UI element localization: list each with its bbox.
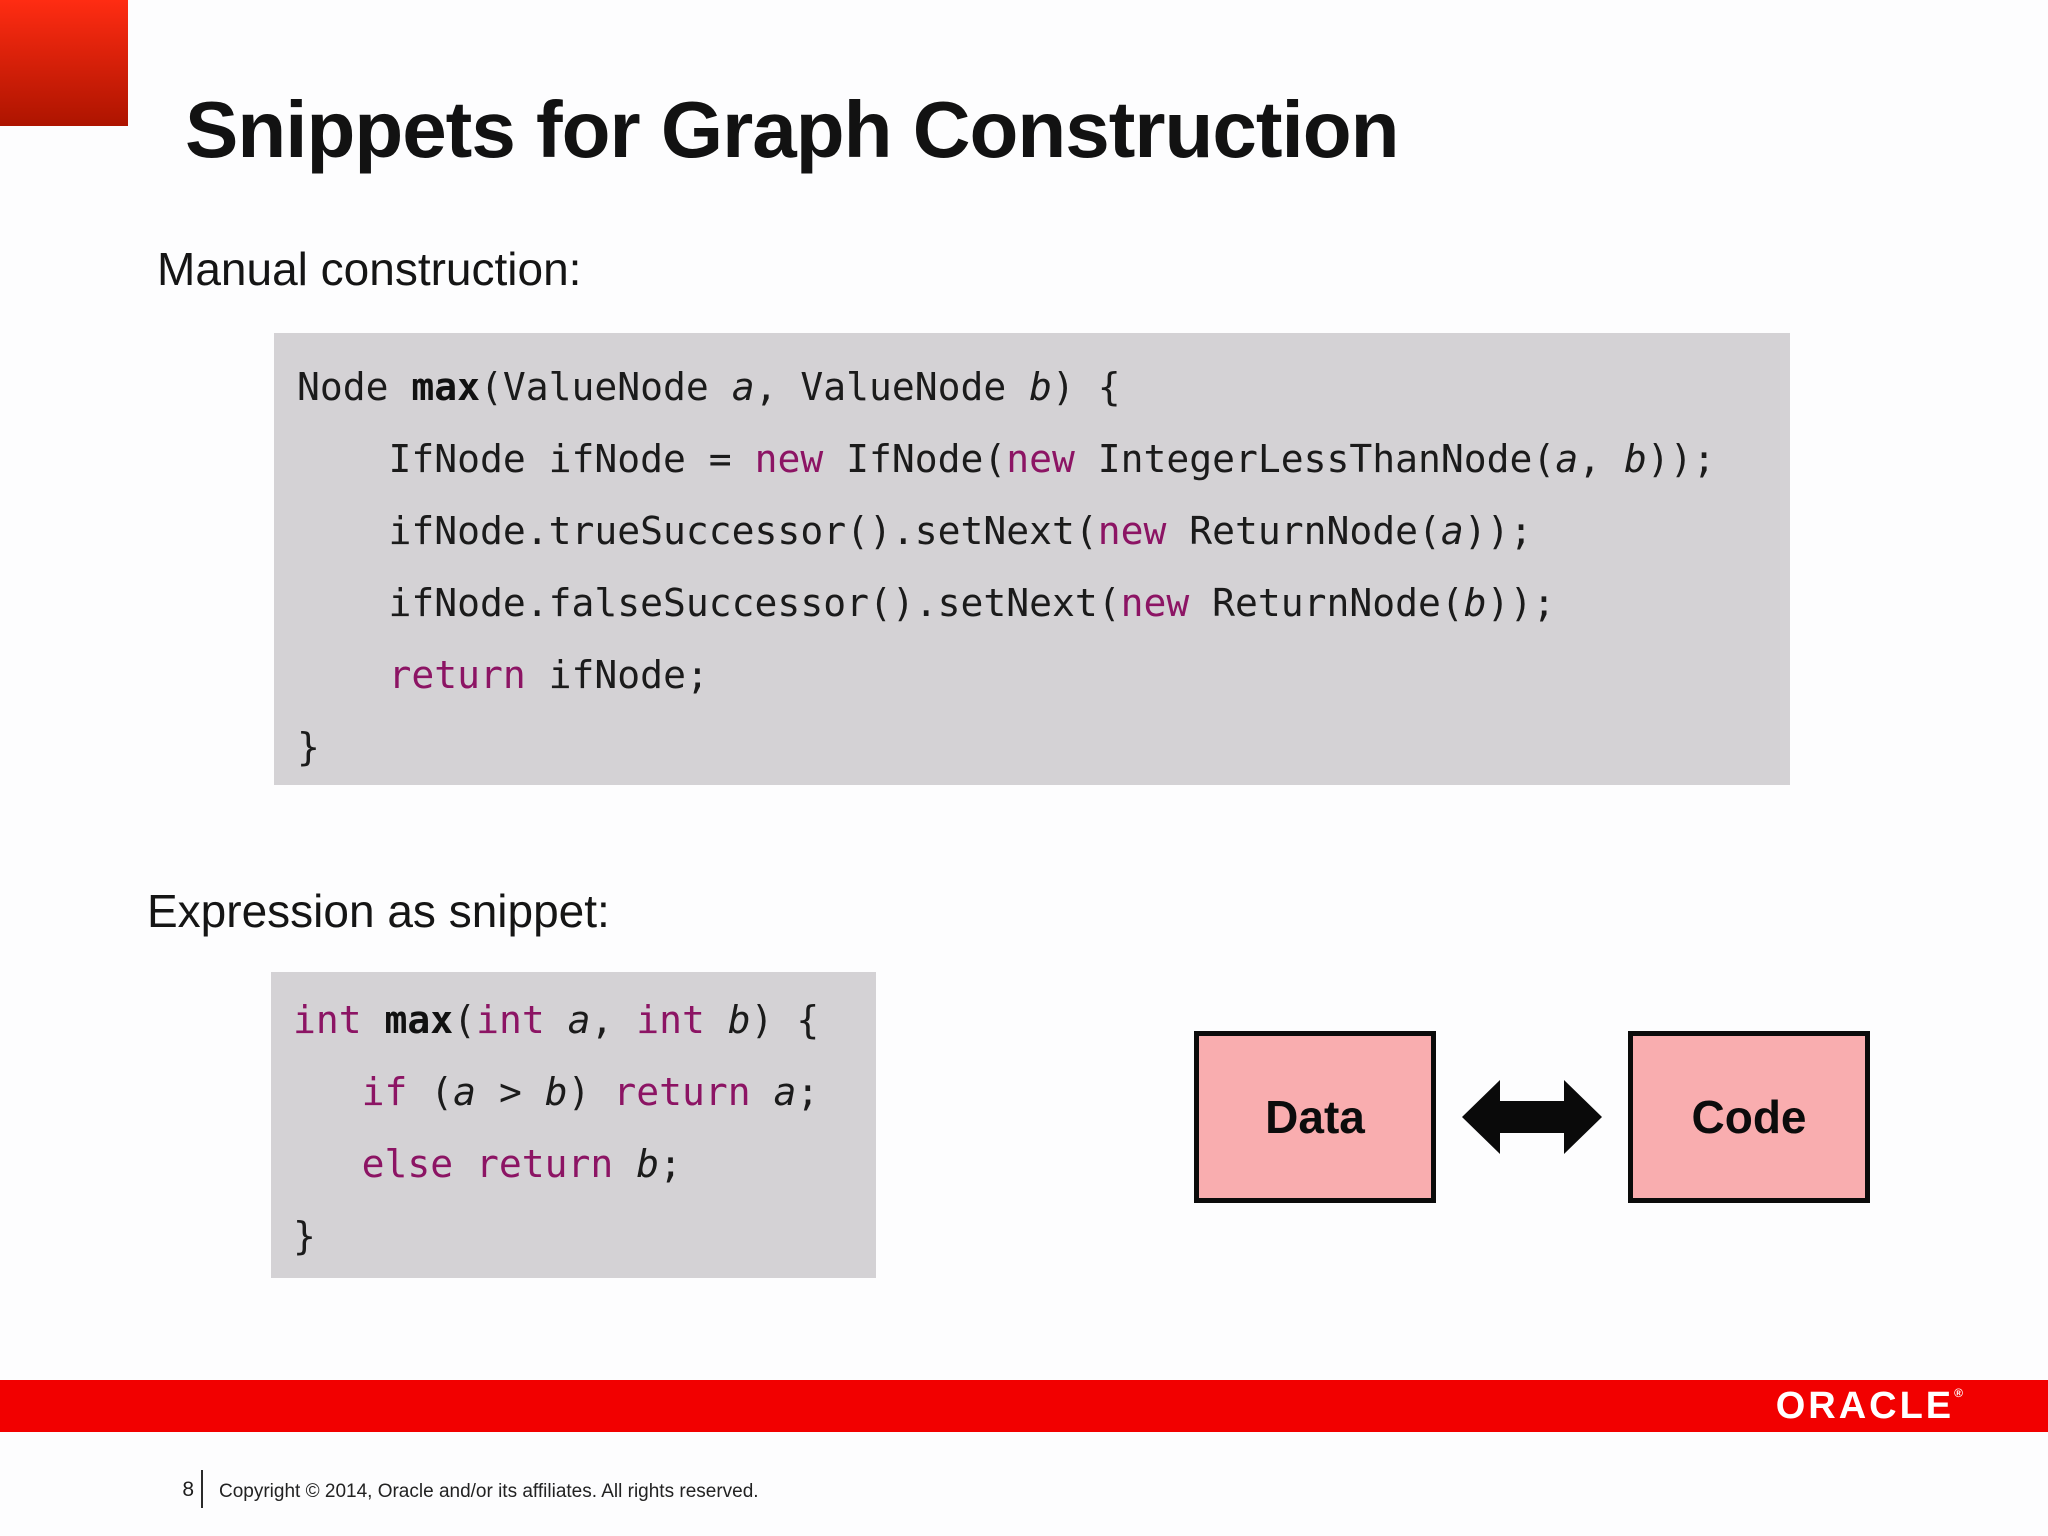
code-line: return ifNode; — [388, 653, 709, 697]
page-number: 8 — [182, 1478, 194, 1501]
section-label-expression: Expression as snippet: — [147, 885, 610, 937]
code-line: IfNode ifNode = new IfNode(new IntegerLe… — [297, 437, 1716, 481]
code-block-expression-snippet: int max(int a, int b) { if (a > b) retur… — [271, 972, 876, 1278]
footer-accent-bar: ORACLE® — [0, 1380, 2048, 1432]
code-block-manual-construction: Node max(ValueNode a, ValueNode b) { IfN… — [274, 333, 1790, 785]
code-line: int max(int a, int b) { — [293, 998, 820, 1042]
footer-divider — [201, 1470, 203, 1508]
code-line: if (a > b) return a; — [361, 1070, 820, 1114]
double-arrow-icon — [1462, 1080, 1602, 1154]
code-line: Node max(ValueNode a, ValueNode b) { — [297, 365, 1121, 409]
code-line: else return b; — [361, 1142, 682, 1186]
code-line: } — [297, 725, 320, 769]
oracle-logo-text: ORACLE — [1775, 1385, 1955, 1427]
code-line: ifNode.trueSuccessor().setNext(new Retur… — [297, 509, 1533, 553]
code-line: } — [293, 1214, 316, 1258]
registered-mark: ® — [1954, 1386, 1963, 1400]
code-box-label: Code — [1691, 1091, 1807, 1143]
slide-title: Snippets for Graph Construction — [185, 84, 1399, 174]
section-label-manual: Manual construction: — [157, 243, 582, 295]
corner-accent-square — [0, 0, 128, 126]
oracle-logo: ORACLE® — [1776, 1387, 1963, 1425]
data-box: Data — [1194, 1031, 1436, 1203]
code-box: Code — [1628, 1031, 1870, 1203]
copyright-text: Copyright © 2014, Oracle and/or its affi… — [219, 1481, 759, 1502]
code-line: ifNode.falseSuccessor().setNext(new Retu… — [297, 581, 1556, 625]
data-box-label: Data — [1265, 1091, 1365, 1143]
